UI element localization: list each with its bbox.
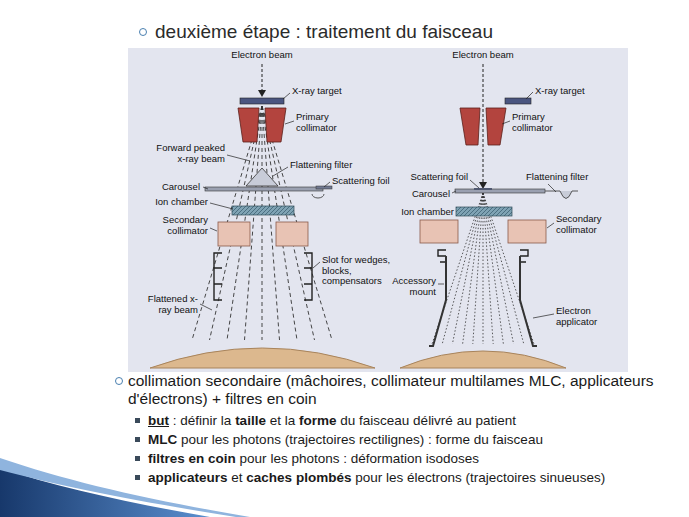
electron-head <box>420 64 578 346</box>
bullet-marker <box>135 456 140 461</box>
text-block: collimation secondaire (mâchoires, colli… <box>128 372 676 488</box>
part-label: Electron beam <box>222 50 302 61</box>
patient-surface <box>400 351 566 368</box>
part-label: Primary collimator <box>296 112 354 133</box>
part-label: Primary collimator <box>512 112 570 133</box>
bullet-item: filtres en coin pour les photons : défor… <box>148 450 676 467</box>
bullet-text: applicateurs et caches plombés pour les … <box>148 470 605 485</box>
bullet-heading: collimation secondaire (mâchoires, colli… <box>128 372 676 408</box>
part-label: Scattering foil <box>388 172 468 183</box>
part-label: Scattering foil <box>332 176 390 187</box>
part-label: Slot for wedges, blocks, compensators <box>322 255 396 287</box>
part-label: Flattening filter <box>290 160 352 171</box>
part-label: Electron applicator <box>556 306 614 327</box>
part-label: X-ray target <box>292 86 342 97</box>
part-label: Secondary collimator <box>150 215 208 236</box>
heading-text: collimation secondaire (mâchoires, colli… <box>128 372 654 407</box>
bullet-item: applicateurs et caches plombés pour les … <box>148 469 676 486</box>
bullet-item: but : définir la taille et la forme du f… <box>148 412 676 429</box>
part-label: Ion chamber <box>130 197 208 208</box>
title-bullet <box>139 28 147 36</box>
part-label: Ion chamber <box>382 207 454 218</box>
part-label: Electron beam <box>443 50 523 61</box>
part-label: Flattening filter <box>526 172 588 183</box>
part-label: X-ray target <box>535 86 585 97</box>
bullet-text: but : définir la taille et la forme du f… <box>148 413 516 428</box>
bullet-marker <box>135 475 140 480</box>
bullet-text: MLC pour les photons (trajectoires recti… <box>148 432 543 447</box>
bullet-marker <box>115 377 123 385</box>
part-label: Forward peaked x-ray beam <box>150 143 225 164</box>
part-label: Carousel <box>150 182 200 193</box>
patient-surface <box>150 348 375 368</box>
bullet-marker <box>135 418 140 423</box>
photon-head <box>192 64 332 340</box>
part-label: Flattened x-ray beam <box>140 294 198 315</box>
slide-title: deuxième étape : traitement du faisceau <box>155 20 493 44</box>
bullet-marker <box>135 437 140 442</box>
part-label: Secondary collimator <box>556 214 618 235</box>
slide-swoosh <box>0 458 250 517</box>
leader-lines <box>200 92 556 318</box>
part-label: Carousel <box>390 189 450 200</box>
figure-panel <box>128 48 628 372</box>
bullet-text: filtres en coin pour les photons : défor… <box>148 451 479 466</box>
part-label: Accessory mount <box>384 276 436 297</box>
bullet-item: MLC pour les photons (trajectoires recti… <box>148 431 676 448</box>
